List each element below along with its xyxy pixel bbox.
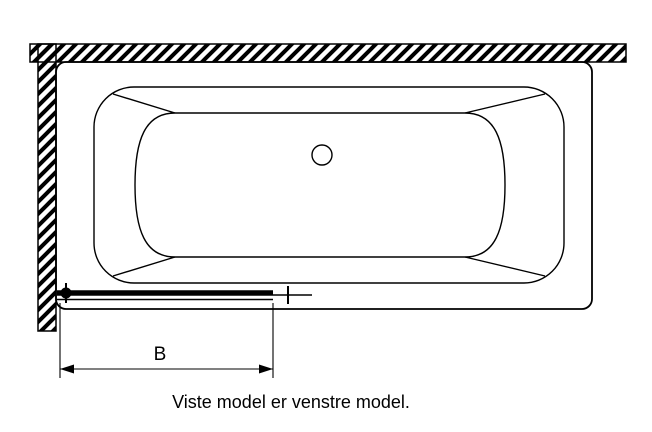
- bathtub-outer-edge: [55, 61, 593, 310]
- shower-screen: [57, 283, 312, 304]
- basin-slope-top-right: [464, 93, 546, 114]
- drain-icon: [311, 144, 333, 166]
- wall-hatch-top: [29, 43, 627, 63]
- dimension-b: B: [59, 303, 274, 378]
- caption-text: Viste model er venstre model.: [172, 392, 410, 412]
- wall-hatch-left: [37, 43, 57, 332]
- basin-slope-bottom-right: [464, 256, 546, 277]
- bathtub-basin: [134, 112, 506, 258]
- bathtub: [55, 61, 593, 310]
- basin-slope-bottom-left: [112, 256, 176, 277]
- basin-slope-top-left: [112, 93, 176, 114]
- dimension-arrow-left: [60, 364, 74, 374]
- dimension-label: B: [154, 344, 167, 365]
- bathtub-rim: [93, 86, 565, 284]
- dimension-arrow-right: [259, 364, 273, 374]
